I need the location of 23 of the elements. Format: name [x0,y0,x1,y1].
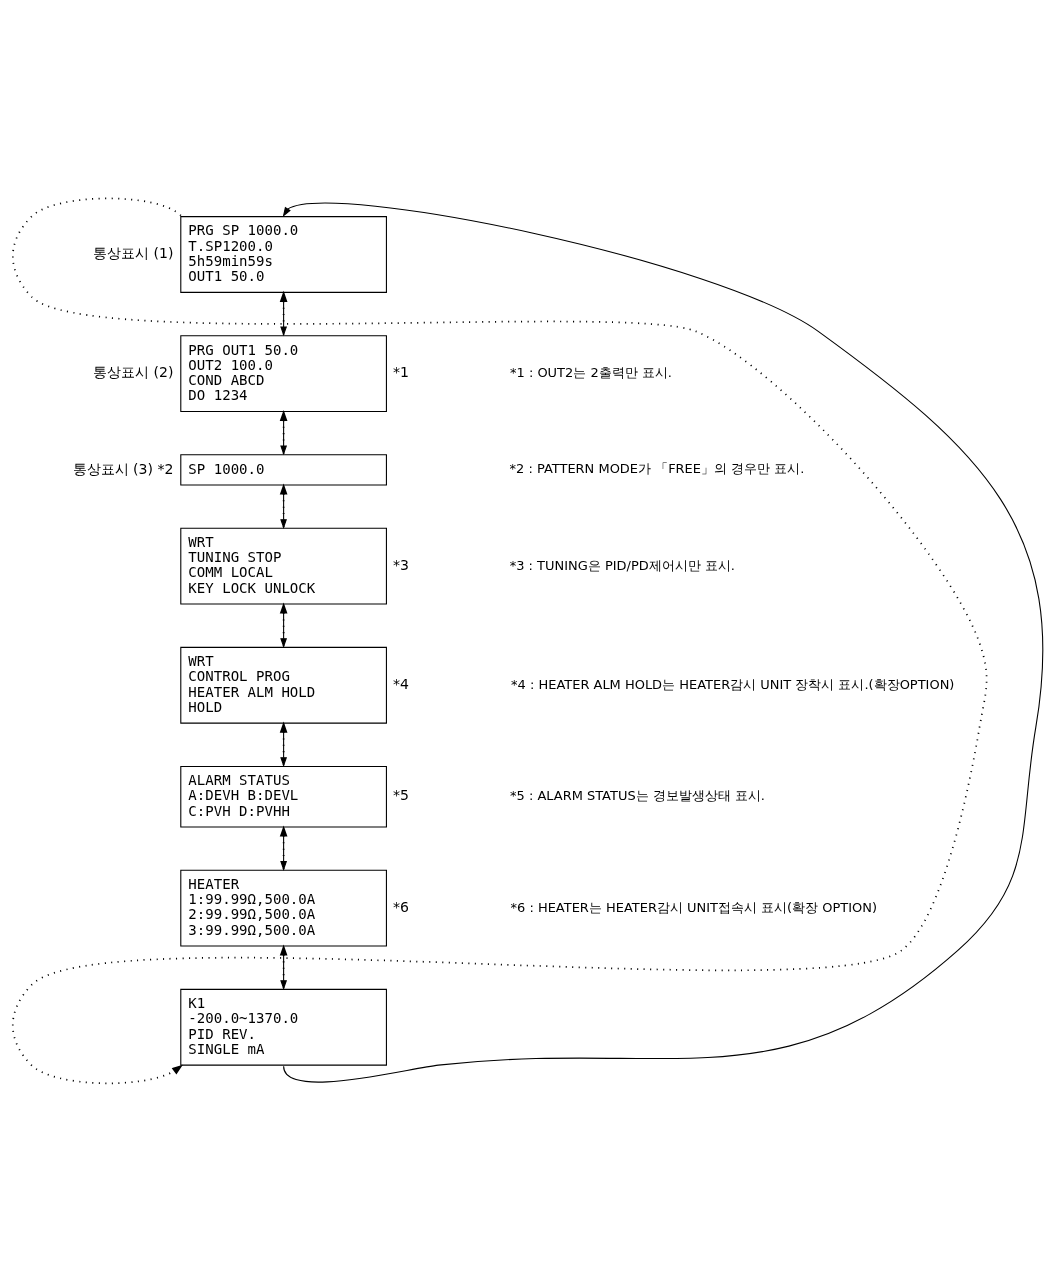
node-label: *1 [392,363,409,380]
node-box: PRG SP 1000.0 T.SP1200.0 5h59min59s OUT1 50.0 [180,215,387,293]
node-label: 통상표시 (3) *2 [72,460,174,477]
node-label: 통상표시 (1) [93,244,174,261]
label: *5 : ALARM STATUS는 경보발생상태 표시. [510,787,765,803]
arrow [282,202,1044,1083]
label: *3 : TUNING은 PID/PD제어시만 표시. [509,557,735,573]
node-box: SP 1000.0 [180,453,387,486]
node-label: *4 [392,675,409,692]
label: *6 : HEATER는 HEATER감시 UNIT접속시 표시(확장 OPTION) [510,899,878,915]
node-label: *5 [392,786,409,803]
node-label: *6 [392,898,409,915]
node-box: WRT TUNING STOP COMM LOCAL KEY LOCK UNLOCK [180,527,387,605]
node-label: 통상표시 (2) [93,363,174,380]
node-box: ALARM STATUS A:DEVH B:DEVL C:PVH D:PVHH [180,765,387,828]
label: *4 : HEATER ALM HOLD는 HEATER감시 UNIT 장착시 표시.(확장OPTION) [511,676,955,692]
label: *1 : OUT2는 2출력만 표시. [510,364,672,380]
node-box: PRG OUT1 50.0 OUT2 100.0 COND ABCD DO 1234 [180,334,387,412]
node-box: K1 -200.0~1370.0 PID REV. SINGLE mA [180,988,387,1066]
node-box: HEATER 1:99.99Ω,500.0A 2:99.99Ω,500.0A 3:99.99Ω,500.0A [180,869,387,947]
node-label: *3 [392,556,409,573]
label: *2 : PATTERN MODE가 「FREE」의 경우만 표시. [509,460,805,476]
node-box: WRT CONTROL PROG HEATER ALM HOLD HOLD [180,646,387,724]
